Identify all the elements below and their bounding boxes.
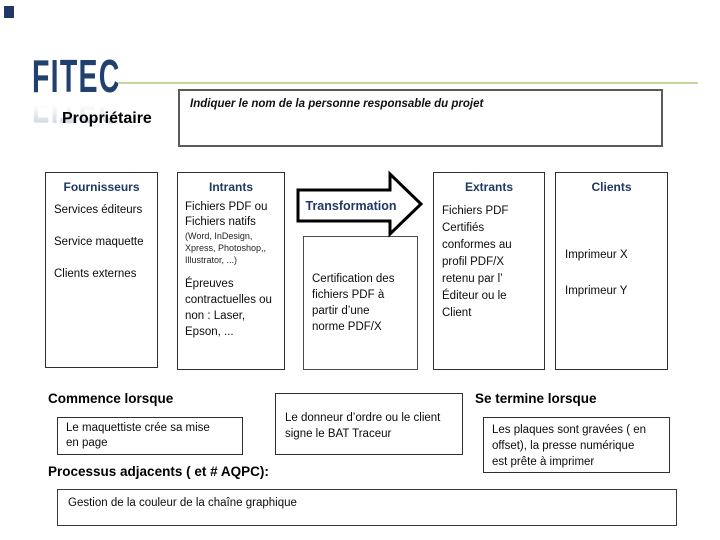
suppliers-list: Services éditeurs Service maquette Clien… (46, 194, 157, 282)
transformation-arrow-shape (296, 170, 424, 238)
responsible-name-box: Indiquer le nom de la personne responsab… (178, 89, 663, 147)
clients-title: Clients (591, 180, 632, 194)
inputs-note-text: (Word, InDesign, Xpress, Photoshop,, Ill… (185, 231, 267, 265)
suppliers-box: Fournisseurs Services éditeurs Service m… (45, 172, 158, 368)
fitec-logo: FITEC (32, 50, 121, 102)
clients-list: Imprimeur X Imprimeur Y (556, 194, 667, 299)
ends-when-text: Les plaques sont gravées ( en offset), l… (492, 424, 647, 468)
adjacent-process-box: Gestion de la couleur de la chaîne graph… (57, 489, 677, 526)
process-text: Certification des fichiers PDF à partir … (312, 273, 395, 333)
outputs-title: Extrants (464, 180, 514, 194)
owner-label: Propriétaire (62, 110, 152, 127)
transformation-arrow-label: Transformation (306, 199, 397, 213)
ends-when-label: Se termine lorsque (475, 391, 597, 406)
clients-box: Clients Imprimeur X Imprimeur Y (555, 172, 668, 370)
client-item: Imprimeur Y (565, 285, 628, 297)
trigger-text: Le donneur d’ordre ou le client signe le… (285, 412, 441, 440)
responsible-name-placeholder: Indiquer le nom de la personne responsab… (190, 98, 484, 110)
supplier-item: Services éditeurs (54, 204, 143, 216)
client-item: Imprimeur X (565, 249, 628, 261)
green-divider-line (118, 82, 698, 84)
inputs-content: Fichiers PDF ou Fichiers natifs (Word, I… (178, 194, 284, 340)
slide-corner-mark (4, 6, 14, 18)
inputs-secondary-text: Épreuves contractuelles ou non : Laser, … (185, 278, 272, 338)
starts-when-box: Le maquettiste crée sa mise en page (57, 417, 243, 455)
suppliers-title: Fournisseurs (63, 180, 140, 194)
supplier-item: Clients externes (54, 268, 137, 280)
adjacent-process-text: Gestion de la couleur de la chaîne graph… (68, 497, 297, 509)
inputs-title: Intrants (208, 180, 253, 194)
outputs-text: Fichiers PDF Certifiés conformes au prof… (442, 205, 512, 319)
supplier-item: Service maquette (54, 236, 144, 248)
starts-when-text: Le maquettiste crée sa mise en page (66, 422, 210, 449)
trigger-box: Le donneur d’ordre ou le client signe le… (275, 393, 463, 455)
ends-when-box: Les plaques sont gravées ( en offset), l… (483, 417, 670, 473)
outputs-box: Extrants Fichiers PDF Certifiés conforme… (433, 172, 545, 370)
inputs-main-text: Fichiers PDF ou Fichiers natifs (185, 201, 268, 228)
process-box: Certification des fichiers PDF à partir … (303, 236, 418, 370)
adjacent-process-label: Processus adjacents ( et # AQPC): (48, 464, 269, 479)
starts-when-label: Commence lorsque (48, 391, 174, 406)
inputs-box: Intrants Fichiers PDF ou Fichiers natifs… (177, 172, 285, 370)
